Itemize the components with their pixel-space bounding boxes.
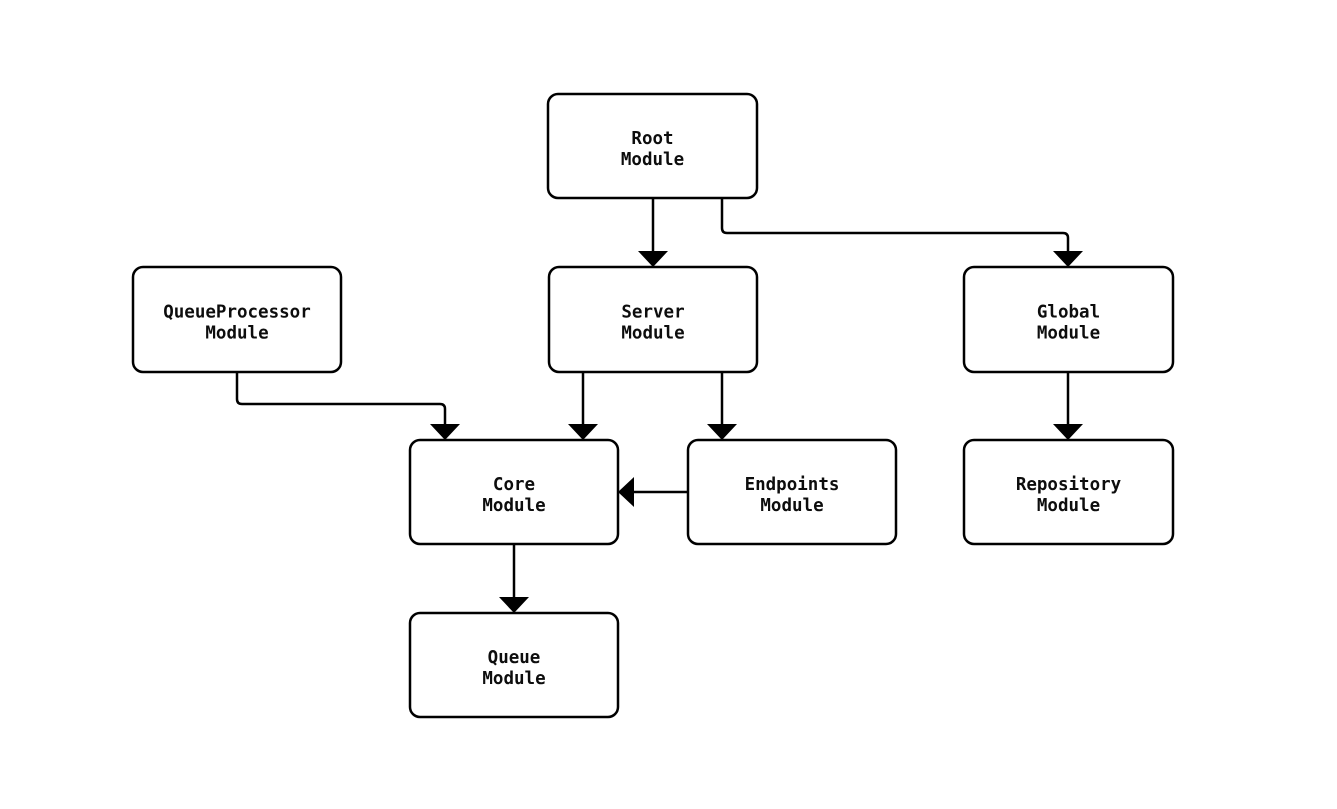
edge-root-module-to-server-module <box>638 198 668 267</box>
edge-server-module-to-endpoints-module <box>707 372 737 440</box>
edge-queue-processor-module-to-core-module <box>235 372 460 440</box>
arrowhead-root-module-to-server-module <box>638 251 668 267</box>
arrowhead-server-module-to-core-module <box>568 424 598 440</box>
edge-root-module-to-global-module <box>720 198 1083 267</box>
edge-core-module-to-queue-module <box>499 544 529 613</box>
arrowhead-server-module-to-endpoints-module <box>707 424 737 440</box>
edge-server-module-to-core-module <box>568 372 598 440</box>
arrowhead-global-module-to-repository-module <box>1053 424 1083 440</box>
arrowhead-core-module-to-queue-module <box>499 597 529 613</box>
edge-global-module-to-repository-module <box>1053 372 1083 440</box>
edge-endpoints-module-to-core-module <box>618 477 688 507</box>
arrowhead-endpoints-module-to-core-module <box>618 477 634 507</box>
arrowhead-queue-processor-module-to-core-module <box>430 424 460 440</box>
arrowhead-root-module-to-global-module <box>1053 251 1083 267</box>
